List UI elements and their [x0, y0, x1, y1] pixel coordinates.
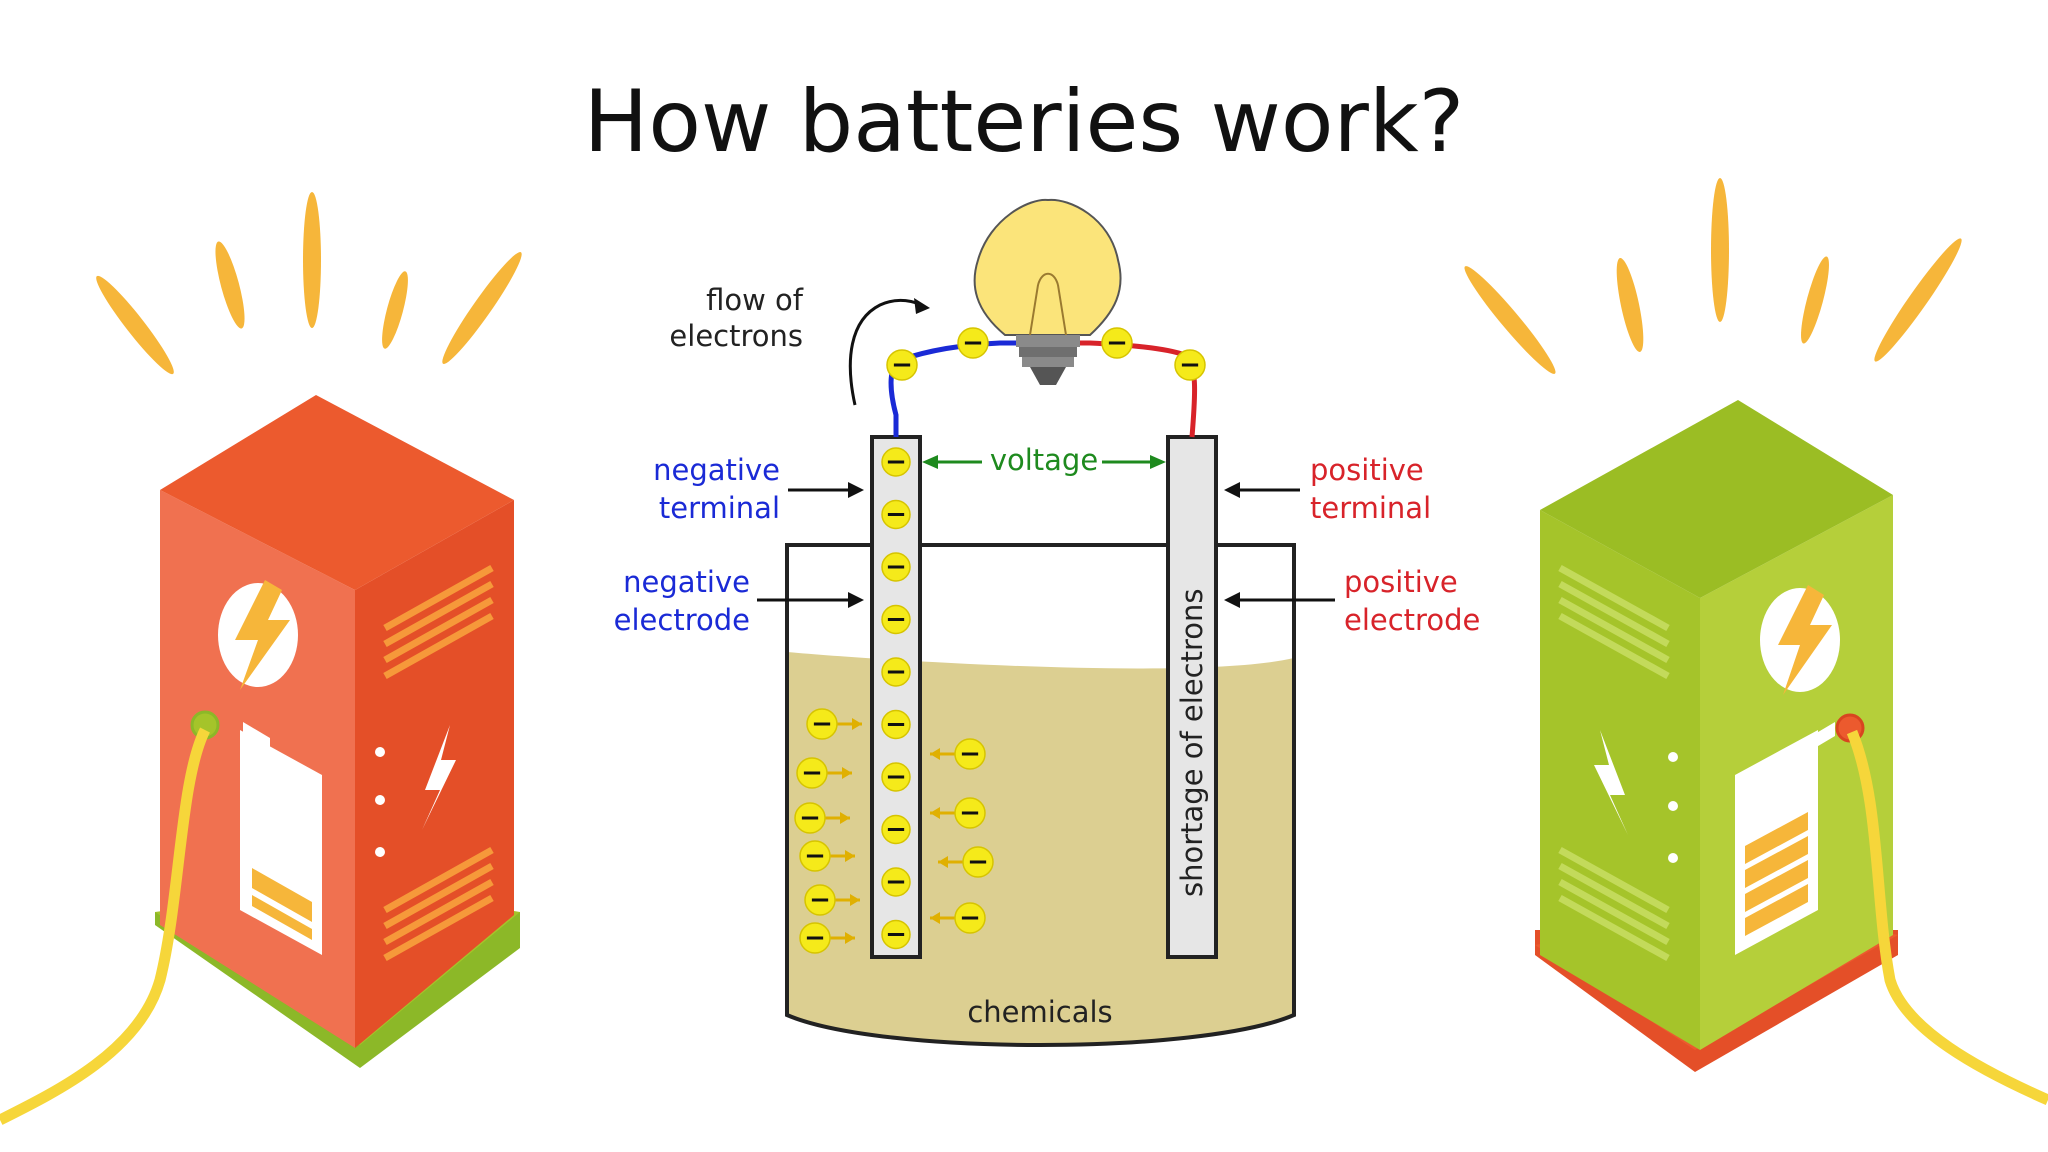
electron-icon: − [886, 349, 918, 381]
electrode-electrons: − − − − − − − − − − [881, 447, 911, 950]
label-negative-terminal-1: negative [653, 453, 780, 487]
electron-icon: − [881, 710, 911, 740]
electron-icon: − [1174, 349, 1206, 381]
ion-arrowhead [938, 856, 948, 868]
svg-text:−: − [811, 709, 833, 739]
ion-arrowhead [845, 850, 855, 862]
electron-icon: − [881, 447, 911, 477]
right-cable [1846, 729, 2048, 1106]
flow-arrow [848, 299, 923, 406]
left-battery-icon [240, 722, 322, 955]
ion-arrowhead [840, 812, 850, 824]
electron-icon: − [881, 762, 911, 792]
label-voltage: voltage [990, 443, 1098, 477]
left-bolt-icon [422, 725, 456, 830]
label-electrons: electrons [669, 319, 803, 353]
svg-text:−: − [885, 762, 907, 792]
wire-electrons: −−−− [886, 327, 1206, 381]
electron-icon: − [794, 802, 826, 834]
svg-text:−: − [885, 605, 907, 635]
electron-icon: − [881, 920, 911, 950]
svg-text:−: − [799, 803, 821, 833]
free-electrons: − − − − − − − − − − [794, 708, 994, 954]
svg-text:−: − [885, 447, 907, 477]
label-chemicals: chemicals [967, 995, 1112, 1029]
ion-arrowhead [842, 767, 852, 779]
label-negative-electrode-2: electrode [614, 603, 750, 637]
svg-text:−: − [885, 552, 907, 582]
svg-text:−: − [885, 500, 907, 530]
label-positive-terminal-1: positive [1310, 453, 1424, 487]
electron-icon: − [1101, 327, 1133, 359]
label-positive-electrode-1: positive [1344, 565, 1458, 599]
electron-icon: − [954, 902, 986, 934]
right-bolt-icon [1594, 730, 1628, 835]
electron-icon: − [881, 815, 911, 845]
ion-arrows [824, 718, 964, 944]
svg-text:−: − [967, 847, 989, 877]
electron-icon: − [806, 708, 838, 740]
svg-text:−: − [959, 739, 981, 769]
electron-icon: − [881, 552, 911, 582]
ion-arrowhead [845, 932, 855, 944]
ion-arrowhead [930, 912, 940, 924]
left-vent-stripes [383, 564, 494, 962]
container [785, 543, 1296, 1047]
electron-icon: − [954, 738, 986, 770]
svg-text:−: − [959, 798, 981, 828]
svg-text:−: − [1106, 328, 1128, 358]
svg-text:−: − [809, 885, 831, 915]
svg-text:−: − [801, 758, 823, 788]
battery-diagram: flow of electrons voltage negative termi… [614, 198, 1480, 1047]
label-positive-terminal-2: terminal [1310, 491, 1431, 525]
electron-icon: − [881, 500, 911, 530]
light-bulb-icon [973, 198, 1122, 385]
ion-arrowhead [930, 748, 940, 760]
svg-text:−: − [885, 710, 907, 740]
right-battery-icon [1735, 722, 1835, 955]
page-title: How batteries work? [583, 72, 1465, 172]
electron-icon: − [881, 605, 911, 635]
left-charging-station-illustration [0, 192, 522, 1125]
label-negative-terminal-2: terminal [659, 491, 780, 525]
electron-icon: − [804, 884, 836, 916]
svg-text:−: − [804, 841, 826, 871]
right-rays [1464, 178, 1962, 374]
svg-text:−: − [804, 923, 826, 953]
right-vent-stripes [1558, 564, 1670, 962]
svg-text:−: − [959, 903, 981, 933]
ion-arrowhead [850, 894, 860, 906]
ion-arrowhead [852, 718, 862, 730]
electron-icon: − [881, 657, 911, 687]
electron-icon: − [881, 867, 911, 897]
label-negative-electrode-1: negative [623, 565, 750, 599]
electron-icon: − [962, 846, 994, 878]
label-flow-of: flow of [706, 283, 804, 317]
left-rays [96, 192, 522, 375]
svg-text:−: − [885, 815, 907, 845]
ion-arrowhead [930, 807, 940, 819]
right-charging-station-illustration [1464, 178, 2048, 1106]
svg-text:−: − [962, 328, 984, 358]
left-cable [0, 727, 210, 1125]
electron-icon: − [957, 327, 989, 359]
svg-text:−: − [885, 920, 907, 950]
electron-icon: − [799, 840, 831, 872]
svg-text:−: − [891, 350, 913, 380]
label-shortage-of-electrons: shortage of electrons [1175, 588, 1209, 897]
electron-icon: − [796, 757, 828, 789]
electron-icon: − [799, 922, 831, 954]
pointer-arrows [757, 488, 1335, 602]
label-positive-electrode-2: electrode [1344, 603, 1480, 637]
svg-text:−: − [1179, 350, 1201, 380]
electron-icon: − [954, 797, 986, 829]
svg-text:−: − [885, 657, 907, 687]
svg-text:−: − [885, 867, 907, 897]
